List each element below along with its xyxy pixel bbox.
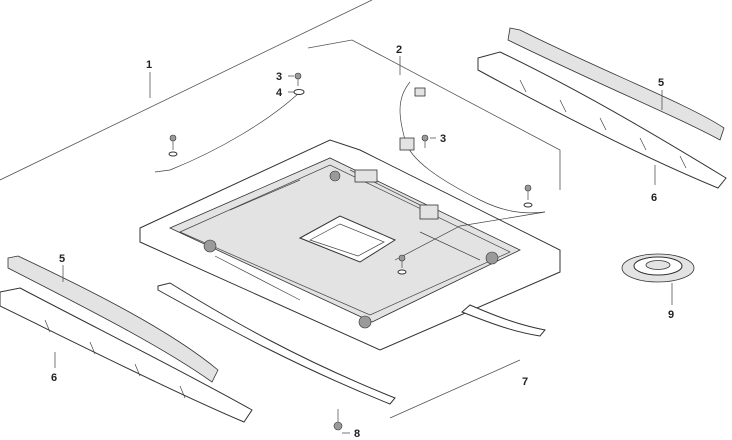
- callout-7: 7: [522, 376, 528, 388]
- screw-3-top: [294, 72, 302, 86]
- callout-4: 4: [276, 87, 283, 99]
- callout-5-left: 5: [59, 253, 65, 265]
- roll-inner: [645, 260, 671, 270]
- callout-6-left: 6: [51, 372, 57, 384]
- callout-6-right: 6: [651, 192, 657, 204]
- screw-8: [333, 409, 343, 431]
- cable-run: [399, 81, 546, 214]
- center-opening-inner: [309, 223, 385, 257]
- center-opening: [298, 215, 397, 263]
- frame-inner-rim: [179, 164, 511, 316]
- washer-4: [293, 89, 305, 95]
- bracket-6-right: [477, 51, 727, 189]
- screw-left: [168, 134, 178, 157]
- callout-8: 8: [354, 428, 360, 440]
- seal-strip: [157, 282, 546, 405]
- main-base-frame: [139, 139, 561, 351]
- left-cable: [154, 91, 301, 173]
- cover-5-left: [7, 255, 219, 383]
- right-cover-assembly: [477, 27, 727, 189]
- screw-center: [397, 254, 407, 275]
- bracket-6-left: [0, 287, 253, 423]
- frame-ribs: [214, 169, 481, 301]
- fastener-rear: [329, 170, 341, 182]
- callout-labels: 1 2 3 3 4 5 5 6 6 7 8 9: [51, 44, 674, 440]
- callout-5-right: 5: [658, 77, 664, 89]
- screw-3-right: [421, 134, 429, 148]
- assembly-bracket-lines: [0, 0, 561, 419]
- cover-5-right: [507, 27, 725, 141]
- front-seal-strip: [157, 282, 396, 405]
- connector-block: [419, 204, 439, 220]
- callout-3-top: 3: [276, 71, 282, 83]
- fastener-front: [358, 315, 372, 329]
- bracket-6-right-ribs: [519, 79, 687, 169]
- callout-2: 2: [396, 44, 402, 56]
- right-seal-strip: [461, 304, 546, 337]
- callout-3-right: 3: [440, 133, 446, 145]
- bracket-1-top-line: [0, 0, 373, 181]
- fastener-left: [203, 239, 217, 253]
- bracket-6-left-ribs: [44, 319, 186, 399]
- cable-harness: [154, 81, 546, 261]
- screw-right: [523, 184, 533, 208]
- bracket-7-line: [389, 359, 521, 419]
- callout-9: 9: [668, 309, 674, 321]
- right-cable: [394, 211, 546, 261]
- callout-leaders: [54, 75, 673, 434]
- fastener-right: [485, 251, 499, 265]
- cable-switch: [399, 137, 415, 151]
- rear-bracket: [354, 169, 378, 183]
- bracket-2-frame: [307, 39, 561, 190]
- callout-1: 1: [146, 59, 152, 71]
- left-cover-assembly: [0, 255, 253, 423]
- seal-roll: [621, 253, 695, 283]
- small-hardware: [168, 72, 533, 431]
- cable-plug: [414, 87, 426, 97]
